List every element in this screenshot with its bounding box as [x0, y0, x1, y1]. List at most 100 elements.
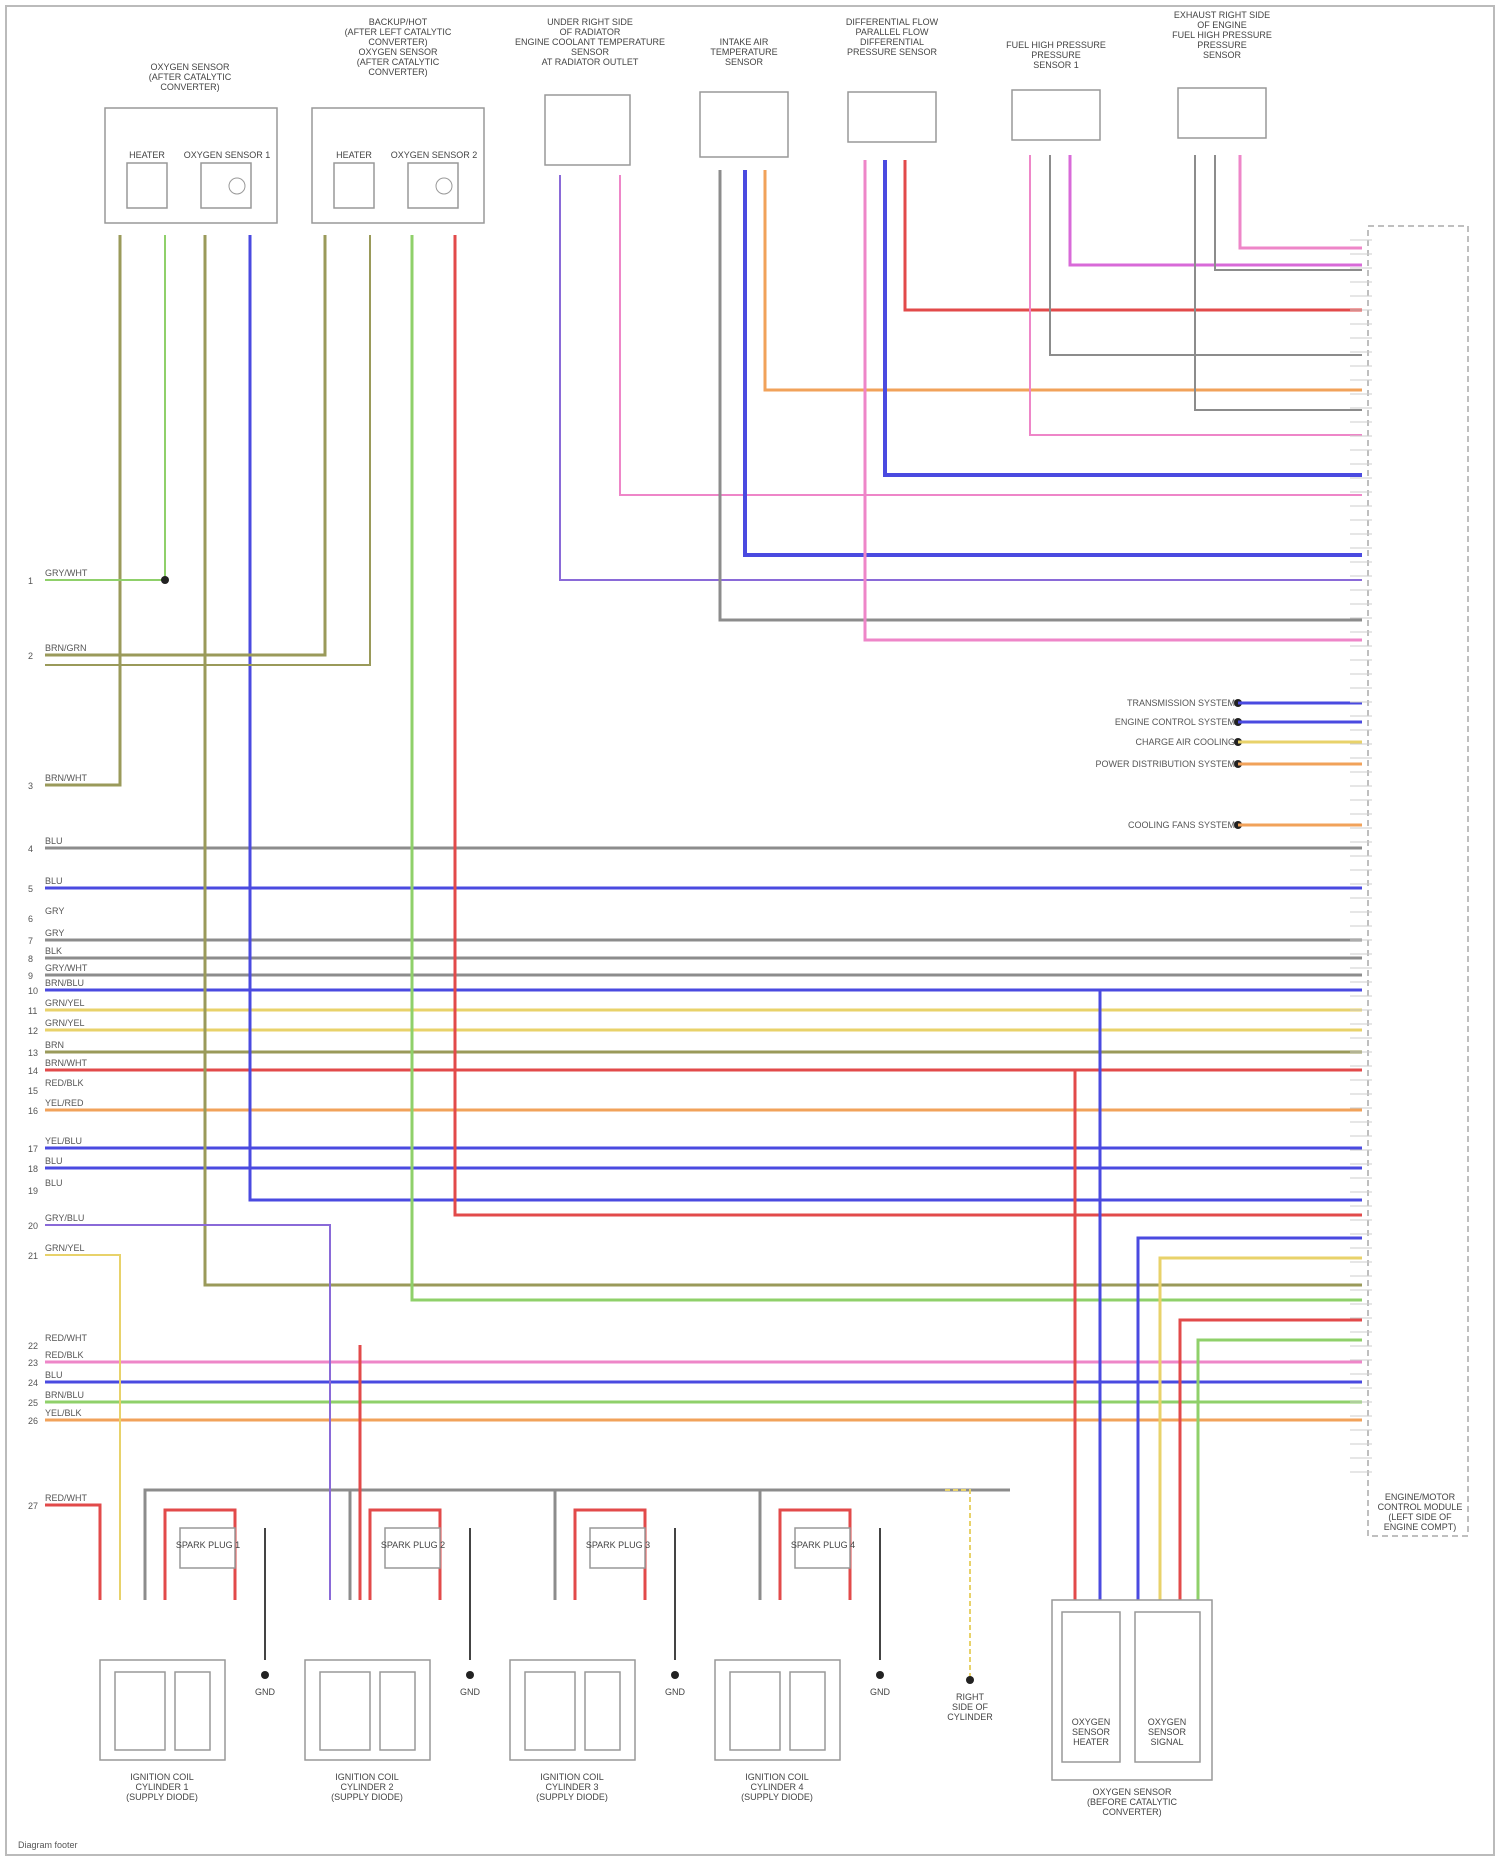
left-pin-number: 25 — [28, 1398, 38, 1408]
iat-wire-1 — [720, 170, 1362, 620]
ignition-coil-title: CYLINDER 1 — [135, 1782, 188, 1792]
left-wire-label: YEL/BLK — [45, 1408, 82, 1418]
ground-dot — [671, 1671, 679, 1679]
top-component-c7 — [1178, 88, 1266, 138]
left-pin-number: 23 — [28, 1358, 38, 1368]
ground-dot — [876, 1671, 884, 1679]
left-pin-number: 15 — [28, 1086, 38, 1096]
top-component-title: PRESSURE — [1031, 50, 1081, 60]
top-component-title: UNDER RIGHT SIDE — [547, 17, 633, 27]
oxy-bottom-wire-yellow — [1160, 1258, 1362, 1600]
oxy1-heater-wire — [45, 235, 120, 785]
oxy-bottom-wire-green — [1198, 1340, 1362, 1600]
oxy1-signal-wire — [45, 235, 165, 580]
ignition-coil-title: IGNITION COIL — [130, 1772, 194, 1782]
coil-winding — [730, 1672, 780, 1750]
top-component-title: PRESSURE SENSOR — [847, 47, 938, 57]
left-wire-label: RED/BLK — [45, 1078, 84, 1088]
left-wire-label: RED/WHT — [45, 1493, 87, 1503]
left-pin-number: 19 — [28, 1186, 38, 1196]
left-pin-number: 5 — [28, 884, 33, 894]
oxy-sub2-label: SIGNAL — [1150, 1737, 1183, 1747]
coil-winding — [525, 1672, 575, 1750]
top-component-title: SENSOR 1 — [1033, 60, 1079, 70]
dp-wire-1 — [865, 160, 1362, 640]
sub-label: HEATER — [129, 150, 165, 160]
sensor-symbol — [436, 178, 452, 194]
coil-winding — [380, 1672, 415, 1750]
oxygen-sensor-bottom-title: (BEFORE CATALYTIC — [1087, 1797, 1178, 1807]
left-pin-number: 18 — [28, 1164, 38, 1174]
top-component-title: DIFFERENTIAL — [860, 37, 924, 47]
top-component-title: OF RADIATOR — [560, 27, 621, 37]
top-component-title: OXYGEN SENSOR — [358, 47, 438, 57]
left-pin-number: 6 — [28, 914, 33, 924]
ecm-label: (LEFT SIDE OF — [1388, 1512, 1452, 1522]
ecm-label: ENGINE COMPT) — [1384, 1522, 1457, 1532]
coil1-power-wire — [45, 1505, 100, 1600]
ignition-coil-title: (SUPPLY DIODE) — [331, 1792, 403, 1802]
sensor-symbol — [229, 178, 245, 194]
left-pin-number: 12 — [28, 1026, 38, 1036]
top-component-title: INTAKE AIR — [720, 37, 769, 47]
footer-text: Diagram footer — [18, 1840, 78, 1850]
ignition-coil-title: CYLINDER 4 — [750, 1782, 803, 1792]
top-component-title: DIFFERENTIAL FLOW — [846, 17, 939, 27]
left-wire-label: GRY/WHT — [45, 963, 88, 973]
coil-supply-yellow — [45, 1255, 120, 1600]
oxygen-sensor-bottom-title: CONVERTER) — [1102, 1807, 1161, 1817]
oxy-sub1-label: SENSOR — [1072, 1727, 1111, 1737]
ignition-coil-title: (SUPPLY DIODE) — [536, 1792, 608, 1802]
top-component-c4 — [700, 92, 788, 157]
ignition-coil-title: (SUPPLY DIODE) — [126, 1792, 198, 1802]
left-wire-label: BLU — [45, 1370, 63, 1380]
top-component-title: OF ENGINE — [1197, 20, 1247, 30]
ignition-coil-title: IGNITION COIL — [745, 1772, 809, 1782]
left-wire-label: BRN/WHT — [45, 773, 87, 783]
ground-right-label: CYLINDER — [947, 1712, 993, 1722]
left-wire-label: GRY/BLU — [45, 1213, 84, 1223]
oxy-sub2-label: OXYGEN — [1148, 1717, 1187, 1727]
spark-plug-label: SPARK PLUG 3 — [586, 1540, 650, 1550]
ground-label: GND — [870, 1687, 891, 1697]
top-component-c6 — [1012, 90, 1100, 140]
oxy-sub1-label: HEATER — [1073, 1737, 1109, 1747]
left-wire-label: GRY — [45, 906, 64, 916]
left-pin-number: 2 — [28, 651, 33, 661]
ground-right-label: SIDE OF — [952, 1702, 989, 1712]
spark-plug-label: SPARK PLUG 4 — [791, 1540, 855, 1550]
top-component-title: OXYGEN SENSOR — [150, 62, 230, 72]
coil-feed-gray — [350, 1490, 1010, 1600]
ground-right-dot — [966, 1676, 974, 1684]
dp-wire-3 — [905, 160, 1362, 310]
top-component-title: PARALLEL FLOW — [855, 27, 929, 37]
left-wire-label: BRN/WHT — [45, 1058, 87, 1068]
splice-dot — [161, 576, 169, 584]
top-component-title: EXHAUST RIGHT SIDE — [1174, 10, 1270, 20]
left-wire-label: RED/WHT — [45, 1333, 87, 1343]
ground-dot — [261, 1671, 269, 1679]
left-pin-number: 7 — [28, 936, 33, 946]
left-pin-number: 4 — [28, 844, 33, 854]
left-pin-number: 3 — [28, 781, 33, 791]
top-component-title: PRESSURE — [1197, 40, 1247, 50]
ignition-coil-title: CYLINDER 3 — [545, 1782, 598, 1792]
ground-label: GND — [665, 1687, 686, 1697]
external-system-label: TRANSMISSION SYSTEM — [1127, 698, 1235, 708]
oxy-sub1-label: OXYGEN — [1072, 1717, 1111, 1727]
top-component-title: FUEL HIGH PRESSURE — [1172, 30, 1272, 40]
top-component-title: SENSOR — [571, 47, 610, 57]
top-component-title: TEMPERATURE — [710, 47, 777, 57]
ecm-connector — [1368, 226, 1468, 1536]
coil-winding — [790, 1672, 825, 1750]
fhp2-wire-3 — [1240, 155, 1362, 248]
top-component-title: (AFTER CATALYTIC — [357, 57, 440, 67]
oxy-sub2-label: SENSOR — [1148, 1727, 1187, 1737]
left-wire-label: RED/BLK — [45, 1350, 84, 1360]
fhp2-wire-1 — [1195, 155, 1362, 410]
iat-wire-3 — [765, 170, 1362, 390]
ground-label: GND — [460, 1687, 481, 1697]
iat-wire-2 — [745, 170, 1362, 555]
left-pin-number: 24 — [28, 1378, 38, 1388]
left-wire-label: GRN/YEL — [45, 1243, 85, 1253]
